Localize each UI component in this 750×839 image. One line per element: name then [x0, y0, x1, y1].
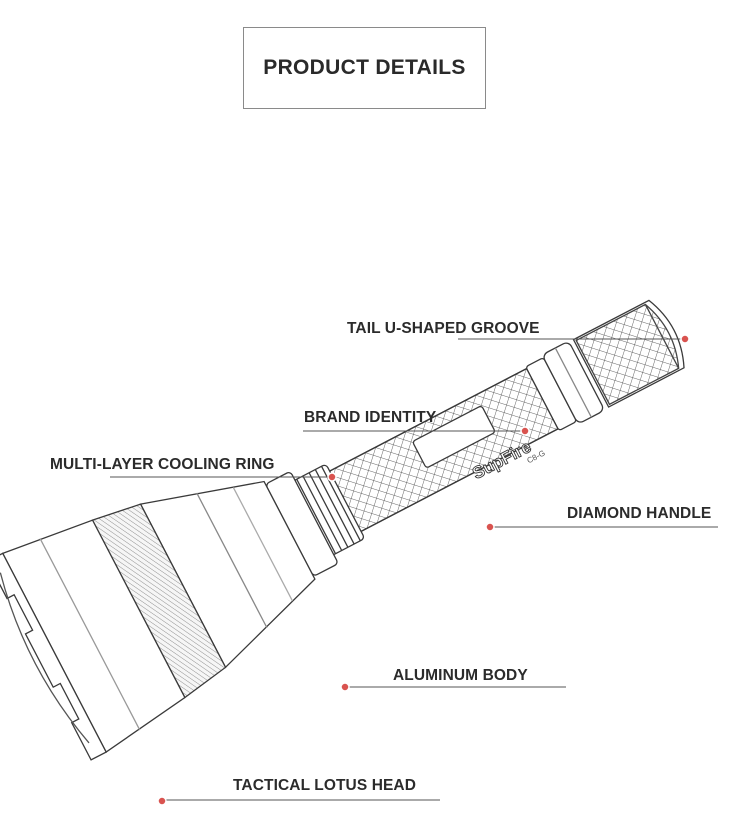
callout-markers: [157, 334, 690, 806]
callout-brand-identity: BRAND IDENTITY: [304, 409, 437, 426]
tail-marker: [680, 334, 690, 344]
callout-diamond-handle: DIAMOND HANDLE: [567, 505, 712, 522]
callout-aluminum-body: ALUMINUM BODY: [393, 667, 528, 684]
callout-tail-u-shaped-groove: TAIL U-SHAPED GROOVE: [347, 320, 540, 337]
callout-tactical-lotus-head: TACTICAL LOTUS HEAD: [233, 777, 417, 794]
page-title: PRODUCT DETAILS: [263, 56, 466, 79]
callout-lines: [110, 338, 718, 801]
handle-marker: [485, 522, 495, 532]
cooling-marker: [327, 472, 337, 482]
body-marker: [340, 682, 350, 692]
brand-marker: [520, 426, 530, 436]
head-marker: [157, 796, 167, 806]
callout-multi-layer-cooling-ring: MULTI-LAYER COOLING RING: [50, 456, 275, 473]
flashlight-drawing: [0, 299, 685, 761]
title-box: PRODUCT DETAILS: [243, 27, 486, 109]
